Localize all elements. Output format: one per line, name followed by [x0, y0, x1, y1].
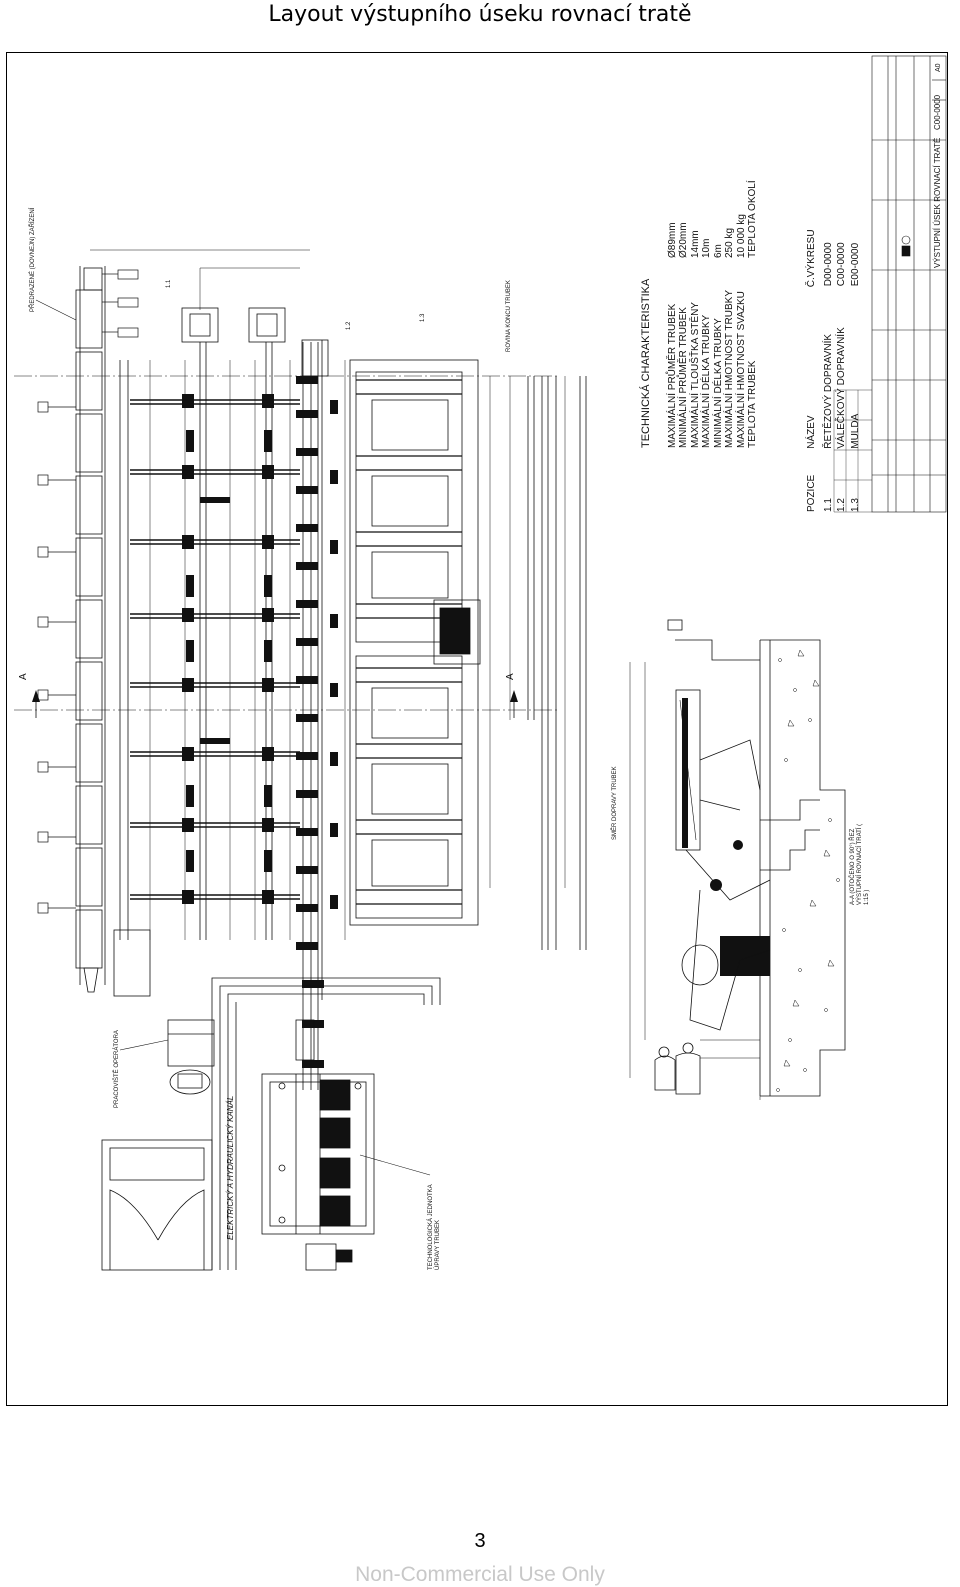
footer-watermark: Non-Commercial Use Only [355, 1563, 605, 1586]
label-position-1-3: 1.3 [420, 313, 426, 322]
parts-table: POZICE NÁZEV Č.VÝKRESU 1.1 ŘETĚZOVÝ DOPR… [806, 229, 862, 512]
tech-row-value: 6m [712, 244, 724, 259]
parts-header: NÁZEV [806, 415, 817, 449]
page-title: Layout výstupního úseku rovnací tratě [268, 2, 692, 27]
cradle-drawing [349, 359, 587, 950]
tech-row-label: TEPLOTA TRUBEK [747, 360, 758, 448]
tech-row: MINIMÁLNÍ DÉLKA TRUBKY 6m [713, 180, 725, 448]
tech-row-label: MAXIMÁLNÍ HMOTNOST SVAZKU [735, 291, 747, 448]
tech-row-value: 250 kg [724, 227, 735, 259]
parts-list: POZICE NÁZEV Č.VÝKRESU 1.1 ŘETĚZOVÝ DOPR… [806, 229, 862, 512]
section-aa-drawing [629, 619, 846, 1100]
tech-row: MAXIMÁLNÍ HMOTNOST TRUBKY 250 kg [724, 180, 736, 448]
title-block-drawing-number: C00-0000 [933, 94, 942, 130]
parts-row: 1.1 ŘETĚZOVÝ DOPRAVNÍK D00-0000 [822, 229, 836, 512]
label-pipe-end-plane: ROVINA KONCU TRUBEK [506, 280, 512, 352]
straightening-device-drawing [14, 266, 560, 993]
tech-row-label: MINIMÁLNÍ PRŮMĚR TRUBEK [678, 307, 689, 448]
label-section-a-left: A [18, 673, 29, 680]
tech-row: MAXIMÁLNÍ TLOUŠŤKA STĚNY 14mm [690, 180, 702, 448]
label-position-1-2: 1.2 [346, 321, 352, 330]
label-straightening-device: PŘEDRAZENÉ (DOVNEJN) ZAŘÍZENÍ [30, 207, 36, 312]
parts-cell: 1.3 [849, 498, 861, 512]
parts-cell: E00-0000 [849, 242, 861, 287]
label-operator-station: PRACOVIŠTĚ OPERÁTORA [114, 1030, 120, 1108]
parts-header: POZICE [806, 474, 817, 512]
parts-cell: C00-0000 [836, 242, 847, 287]
tech-row-value: TEPLOTA OKOLÍ [747, 180, 758, 259]
tech-row: MAXIMÁLNÍ PRŮMĚR TRUBEK Ø89mm [667, 180, 679, 448]
parts-row: 1.2 VÁLEČKOVÝ DOPRAVNÍK C00-0000 [835, 229, 849, 512]
tech-row: MINIMÁLNÍ PRŮMĚR TRUBEK Ø20mm [678, 180, 690, 448]
tech-row-label: MINIMÁLNÍ DÉLKA TRUBKY [712, 318, 724, 448]
label-position-1-1: 1.1 [166, 279, 172, 288]
parts-row: 1.3 MULDA E00-0000 [849, 229, 863, 512]
roller-conveyor-drawing [289, 339, 346, 1090]
lower-layout-drawing [35, 299, 441, 1271]
tech-row: MAXIMÁLNÍ DÉLKA TRUBKY 10m [701, 180, 713, 448]
drawing-sheet [6, 52, 948, 1406]
parts-cell: VÁLEČKOVÝ DOPRAVNÍK [836, 327, 847, 449]
tech-row: MAXIMÁLNÍ HMOTNOST SVAZKU 10 000 kg [736, 180, 748, 448]
parts-cell: ŘETĚZOVÝ DOPRAVNÍK [822, 333, 834, 449]
parts-cell: 1.2 [836, 498, 847, 512]
tech-row-value: 10m [701, 238, 712, 259]
tech-row: TEPLOTA TRUBEK TEPLOTA OKOLÍ [747, 180, 759, 448]
parts-cell: MULDA [849, 413, 861, 449]
label-section-a-right: A [505, 673, 516, 680]
parts-header-row: POZICE NÁZEV Č.VÝKRESU [806, 229, 822, 512]
tech-row-value: 10 000 kg [735, 214, 747, 259]
title-block-drawing-name: VÝSTUPNÍ ÚSEK ROVNACÍ TRATĚ [933, 137, 942, 268]
tech-row-label: MAXIMÁLNÍ HMOTNOST TRUBKY [724, 290, 735, 448]
tech-row-value: Ø89mm [666, 222, 678, 259]
label-cable-channel: ELEKTRICKÝ A HYDRAULICKÝ KANÁL [226, 1095, 235, 1240]
page-number: 3 [474, 1530, 486, 1552]
title-block-drawing [833, 55, 947, 513]
parts-header: Č.VÝKRESU [806, 229, 817, 288]
tech-row-value: 14mm [689, 230, 701, 259]
tech-table: MAXIMÁLNÍ PRŮMĚR TRUBEK Ø89mm MINIMÁLNÍ P… [667, 180, 759, 448]
tech-row-label: MAXIMÁLNÍ TLOUŠŤKA STĚNY [689, 302, 701, 448]
technical-characteristics: TECHNICKÁ CHARAKTERISTIKA MAXIMÁLNÍ PRŮM… [640, 180, 759, 448]
chain-conveyor-drawing [90, 249, 310, 940]
tech-row-label: MAXIMÁLNÍ PRŮMĚR TRUBEK [666, 303, 678, 448]
label-tech-unit: TECHNOLOGICKÁ JEDNOTKA ÚPRAVY TRUBEK [428, 1184, 441, 1270]
title-block-format: A0 [935, 63, 942, 72]
parts-cell: 1.1 [822, 498, 834, 512]
tech-row-label: MAXIMÁLNÍ DÉLKA TRUBKY [701, 314, 712, 448]
tech-heading: TECHNICKÁ CHARAKTERISTIKA [640, 278, 652, 448]
parts-cell: D00-0000 [822, 242, 834, 287]
label-pipe-direction: SMĚR DOPRAVY TRUBEK [612, 766, 618, 840]
tech-row-value: Ø20mm [678, 222, 689, 259]
label-section-caption: A-A (OTOČENO O 90°) ŘEZ VÝSTUPNÍ ROVNACÍ… [850, 823, 870, 905]
